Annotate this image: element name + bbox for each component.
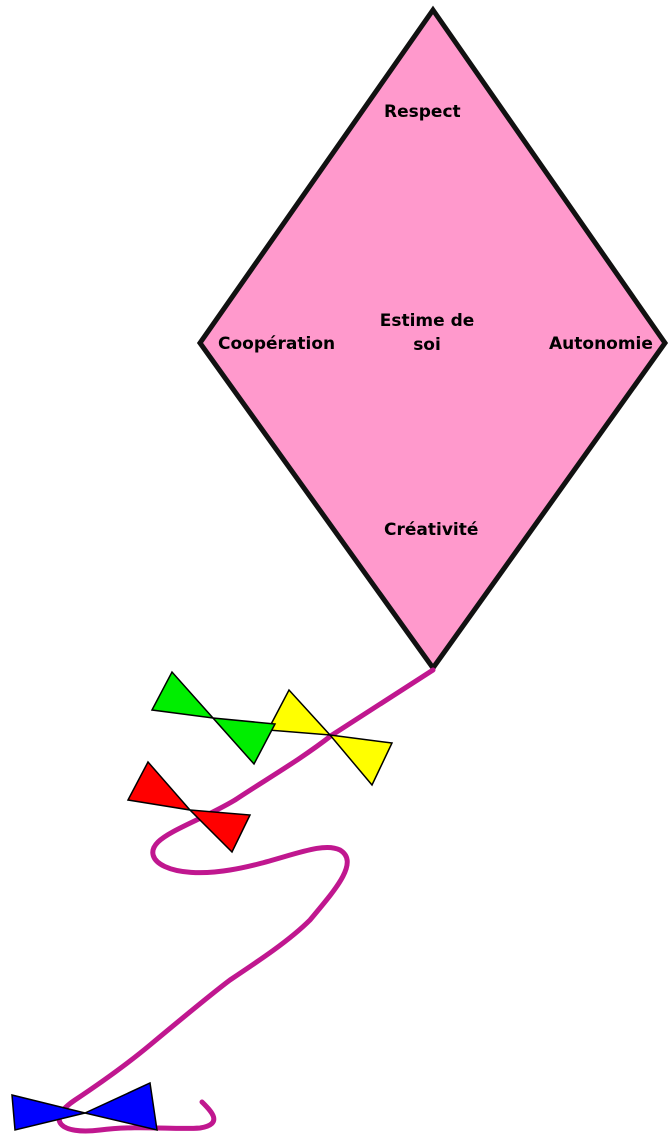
- label-autonomie: Autonomie: [549, 332, 653, 356]
- label-cooperation: Coopération: [218, 332, 335, 356]
- label-estime-de-soi: Estime de soi: [372, 309, 482, 357]
- bow-green: [152, 672, 275, 764]
- label-creativite: Créativité: [384, 518, 478, 542]
- label-respect: Respect: [384, 100, 461, 124]
- label-estime-line2: soi: [372, 333, 482, 357]
- label-estime-line1: Estime de: [372, 309, 482, 333]
- bow-red: [128, 762, 250, 852]
- bow-blue: [12, 1083, 157, 1130]
